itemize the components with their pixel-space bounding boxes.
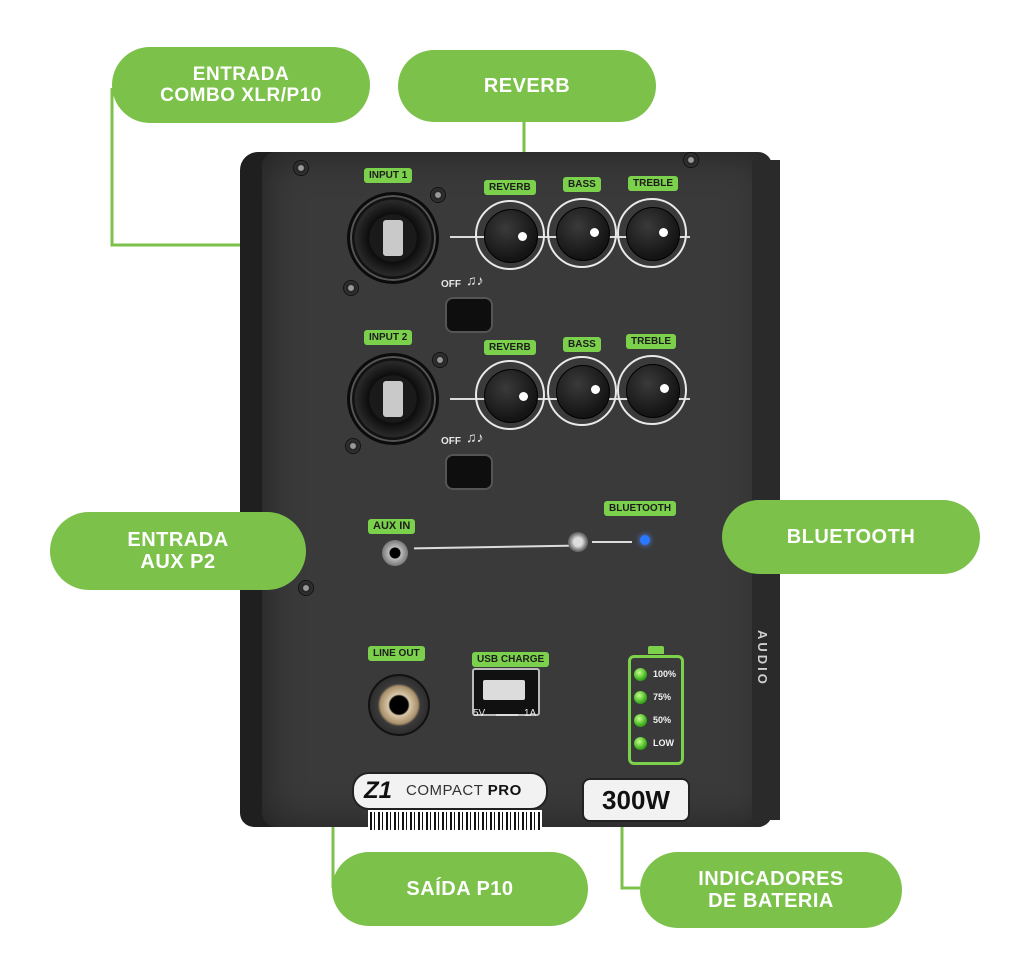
led-icon [634, 667, 647, 681]
reverb2-scale [475, 360, 545, 430]
reverb1-knob[interactable] [484, 209, 538, 263]
input2-combo-jack[interactable] [347, 353, 439, 445]
screw [343, 280, 359, 296]
model-badge: Z1 COMPACT PRO [352, 772, 548, 810]
led-icon [634, 690, 647, 704]
callout-xlr: ENTRADA COMBO XLR/P10 [112, 47, 370, 123]
screw [430, 187, 446, 203]
treble2-label: TREBLE [626, 334, 676, 349]
aux-in-label: AUX IN [368, 519, 416, 534]
callout-line-out: SAÍDA P10 [332, 852, 588, 926]
treble2-knob[interactable] [626, 364, 680, 418]
battery-level-low: LOW [634, 734, 674, 752]
usb-rating-volts: 5V [473, 708, 486, 719]
bluetooth-label: BLUETOOTH [604, 501, 677, 516]
screw [432, 352, 448, 368]
reverb2-label: REVERB [484, 340, 536, 355]
model-name: COMPACT PRO [406, 782, 522, 799]
led-icon [634, 713, 647, 727]
switch2-off-label: OFF [441, 436, 461, 447]
battery-level-100: 100% [634, 665, 676, 683]
screw [345, 438, 361, 454]
power-rating: 300W [582, 778, 690, 822]
barcode-sticker [368, 810, 542, 832]
input2-label: INPUT 2 [364, 330, 413, 345]
treble1-scale [617, 198, 687, 268]
bass1-scale [547, 198, 617, 268]
model-z1: Z1 [364, 777, 393, 804]
reverb1-scale [475, 200, 545, 270]
battery-cap [648, 646, 664, 654]
bass1-knob[interactable] [556, 207, 610, 261]
usb-rating-amps: 1A [524, 708, 537, 719]
bass2-scale [547, 356, 617, 426]
callout-battery: INDICADORES DE BATERIA [640, 852, 902, 928]
bt-trace [592, 541, 632, 543]
bluetooth-pair-button[interactable] [568, 532, 588, 552]
battery-frame [628, 655, 684, 765]
screw [293, 160, 309, 176]
led-icon [634, 736, 647, 750]
callout-reverb: REVERB [398, 50, 656, 122]
screw [683, 152, 699, 168]
bass1-label: BASS [563, 177, 601, 192]
line-out-label: LINE OUT [368, 646, 425, 661]
callout-aux: ENTRADA AUX P2 [50, 512, 306, 590]
input1-combo-jack[interactable] [347, 192, 439, 284]
bass2-knob[interactable] [556, 365, 610, 419]
guitar-mic-icon: ♫♪ [466, 272, 484, 288]
guitar-mic-icon: ♫♪ [466, 429, 484, 445]
aux-in-jack[interactable] [382, 540, 408, 566]
dc-symbol [496, 714, 518, 716]
battery-level-50: 50% [634, 711, 671, 729]
battery-level-75: 75% [634, 688, 671, 706]
brand-text: AUDIO [755, 630, 770, 687]
treble1-label: TREBLE [628, 176, 678, 191]
line-out-jack[interactable] [368, 674, 430, 736]
panel-right-edge [752, 160, 780, 820]
input2-mode-switch[interactable] [445, 454, 493, 490]
switch1-off-label: OFF [441, 279, 461, 290]
reverb2-knob[interactable] [484, 369, 538, 423]
bluetooth-led [640, 535, 650, 545]
treble1-knob[interactable] [626, 207, 680, 261]
usb-charge-label: USB CHARGE [472, 652, 550, 667]
screw [298, 580, 314, 596]
reverb1-label: REVERB [484, 180, 536, 195]
bass2-label: BASS [563, 337, 601, 352]
treble2-scale [617, 355, 687, 425]
input1-mode-switch[interactable] [445, 297, 493, 333]
input1-label: INPUT 1 [364, 168, 413, 183]
callout-bluetooth: BLUETOOTH [722, 500, 980, 574]
